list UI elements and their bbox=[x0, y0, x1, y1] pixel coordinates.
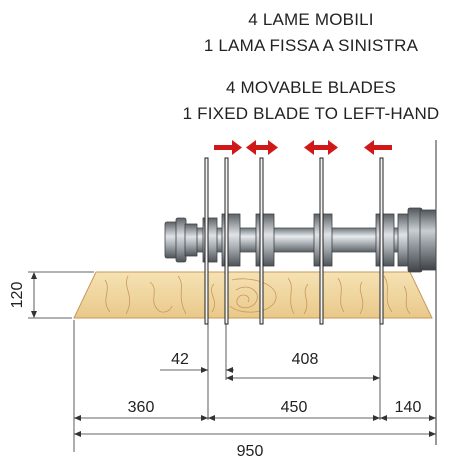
extension-lines bbox=[73, 320, 381, 452]
dim-right-offcut-label: 140 bbox=[395, 399, 422, 416]
wood-grain bbox=[104, 275, 411, 315]
left-collar bbox=[184, 223, 198, 257]
caption-italian-line2: 1 LAMA FISSA A SINISTRA bbox=[203, 36, 419, 55]
dim-left-offcut-label: 360 bbox=[128, 399, 155, 416]
movement-arrows bbox=[214, 140, 392, 155]
caption-english-line2: 1 FIXED BLADE TO LEFT-HAND bbox=[182, 104, 440, 123]
dimension-row-sections bbox=[74, 415, 436, 421]
arrow-both-icon bbox=[304, 140, 338, 155]
blades bbox=[204, 157, 384, 325]
caption-italian-line1: 4 LAME MOBILI bbox=[248, 10, 374, 29]
blade-collar bbox=[375, 213, 395, 267]
dimension-blade-span bbox=[226, 375, 380, 381]
dimension-height bbox=[28, 271, 94, 319]
shaft bbox=[187, 227, 401, 253]
blade-fixed bbox=[204, 157, 209, 325]
dimension-gap bbox=[160, 367, 234, 373]
blade-movable bbox=[224, 157, 229, 325]
blade-movable bbox=[319, 157, 324, 325]
blade-movable bbox=[259, 157, 264, 325]
shaft-assembly bbox=[164, 207, 437, 273]
arrow-both-icon bbox=[246, 140, 278, 155]
dimension-total bbox=[74, 431, 436, 437]
caption-english-line1: 4 MOVABLE BLADES bbox=[225, 78, 397, 97]
left-nut bbox=[175, 217, 187, 263]
dim-blade-span-label: 408 bbox=[292, 351, 319, 368]
arrow-right-icon bbox=[214, 140, 242, 155]
dim-gap-label: 42 bbox=[171, 351, 189, 368]
dim-height-label: 120 bbox=[9, 282, 26, 309]
arrow-left-icon bbox=[364, 140, 392, 155]
log bbox=[73, 271, 433, 319]
blade-collar bbox=[255, 213, 275, 267]
blade-movable bbox=[379, 157, 384, 325]
dim-total-label: 950 bbox=[237, 443, 264, 460]
dim-blade-zone-label: 450 bbox=[281, 399, 308, 416]
motor-body bbox=[419, 209, 437, 271]
